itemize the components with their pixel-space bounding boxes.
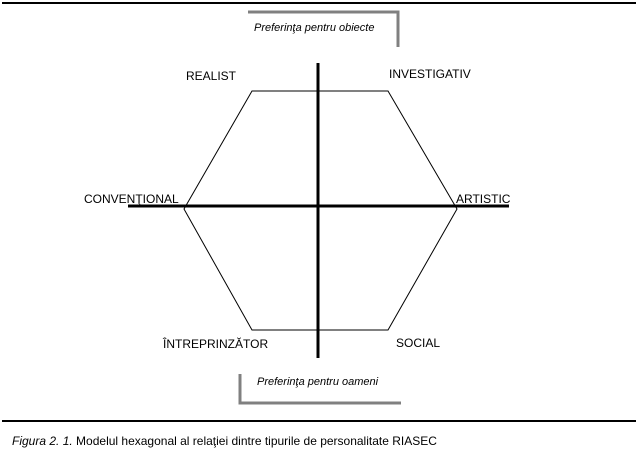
bottom-preference-label: Preferinţa pentru oameni	[257, 376, 379, 388]
label-realist: REALIST	[186, 69, 237, 83]
bottom-preference-bracket	[238, 374, 401, 405]
riasec-hexagon	[183, 90, 458, 331]
top-preference-bracket	[248, 10, 400, 47]
figure-caption-text: Modelul hexagonal al relaţiei dintre tip…	[76, 434, 437, 448]
figure-caption: Figura 2. 1. Modelul hexagonal al relaţi…	[12, 434, 437, 448]
label-artistic: ARTISTIC	[456, 192, 511, 206]
figure-number: Figura 2. 1.	[12, 434, 73, 448]
label-conventional: CONVENŢIONAL	[84, 192, 179, 206]
label-intreprinzator: ÎNTREPRINZĂTOR	[162, 336, 268, 351]
top-preference-label: Preferinţa pentru obiecte	[254, 22, 374, 34]
label-investigativ: INVESTIGATIV	[389, 67, 471, 81]
label-social: SOCIAL	[396, 336, 440, 350]
